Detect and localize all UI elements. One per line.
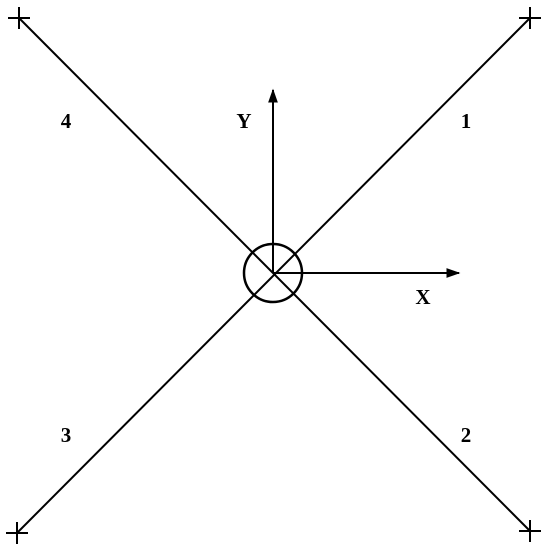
corner-cross-bottom-right (519, 520, 541, 542)
quadrant-label-2: 2 (461, 423, 472, 447)
quadrant-label-3: 3 (61, 423, 72, 447)
quadrant-label-4: 4 (61, 109, 72, 133)
corner-cross-bottom-left (6, 522, 28, 544)
diagonal-line-4-2 (18, 17, 531, 532)
quadrant-label-1: 1 (461, 109, 472, 133)
diagonal-line-1-3 (16, 17, 531, 534)
y-axis-label: Y (236, 109, 251, 133)
corner-cross-top-left (8, 7, 30, 29)
corner-cross-top-right (519, 7, 541, 29)
x-axis-label: X (415, 285, 430, 309)
